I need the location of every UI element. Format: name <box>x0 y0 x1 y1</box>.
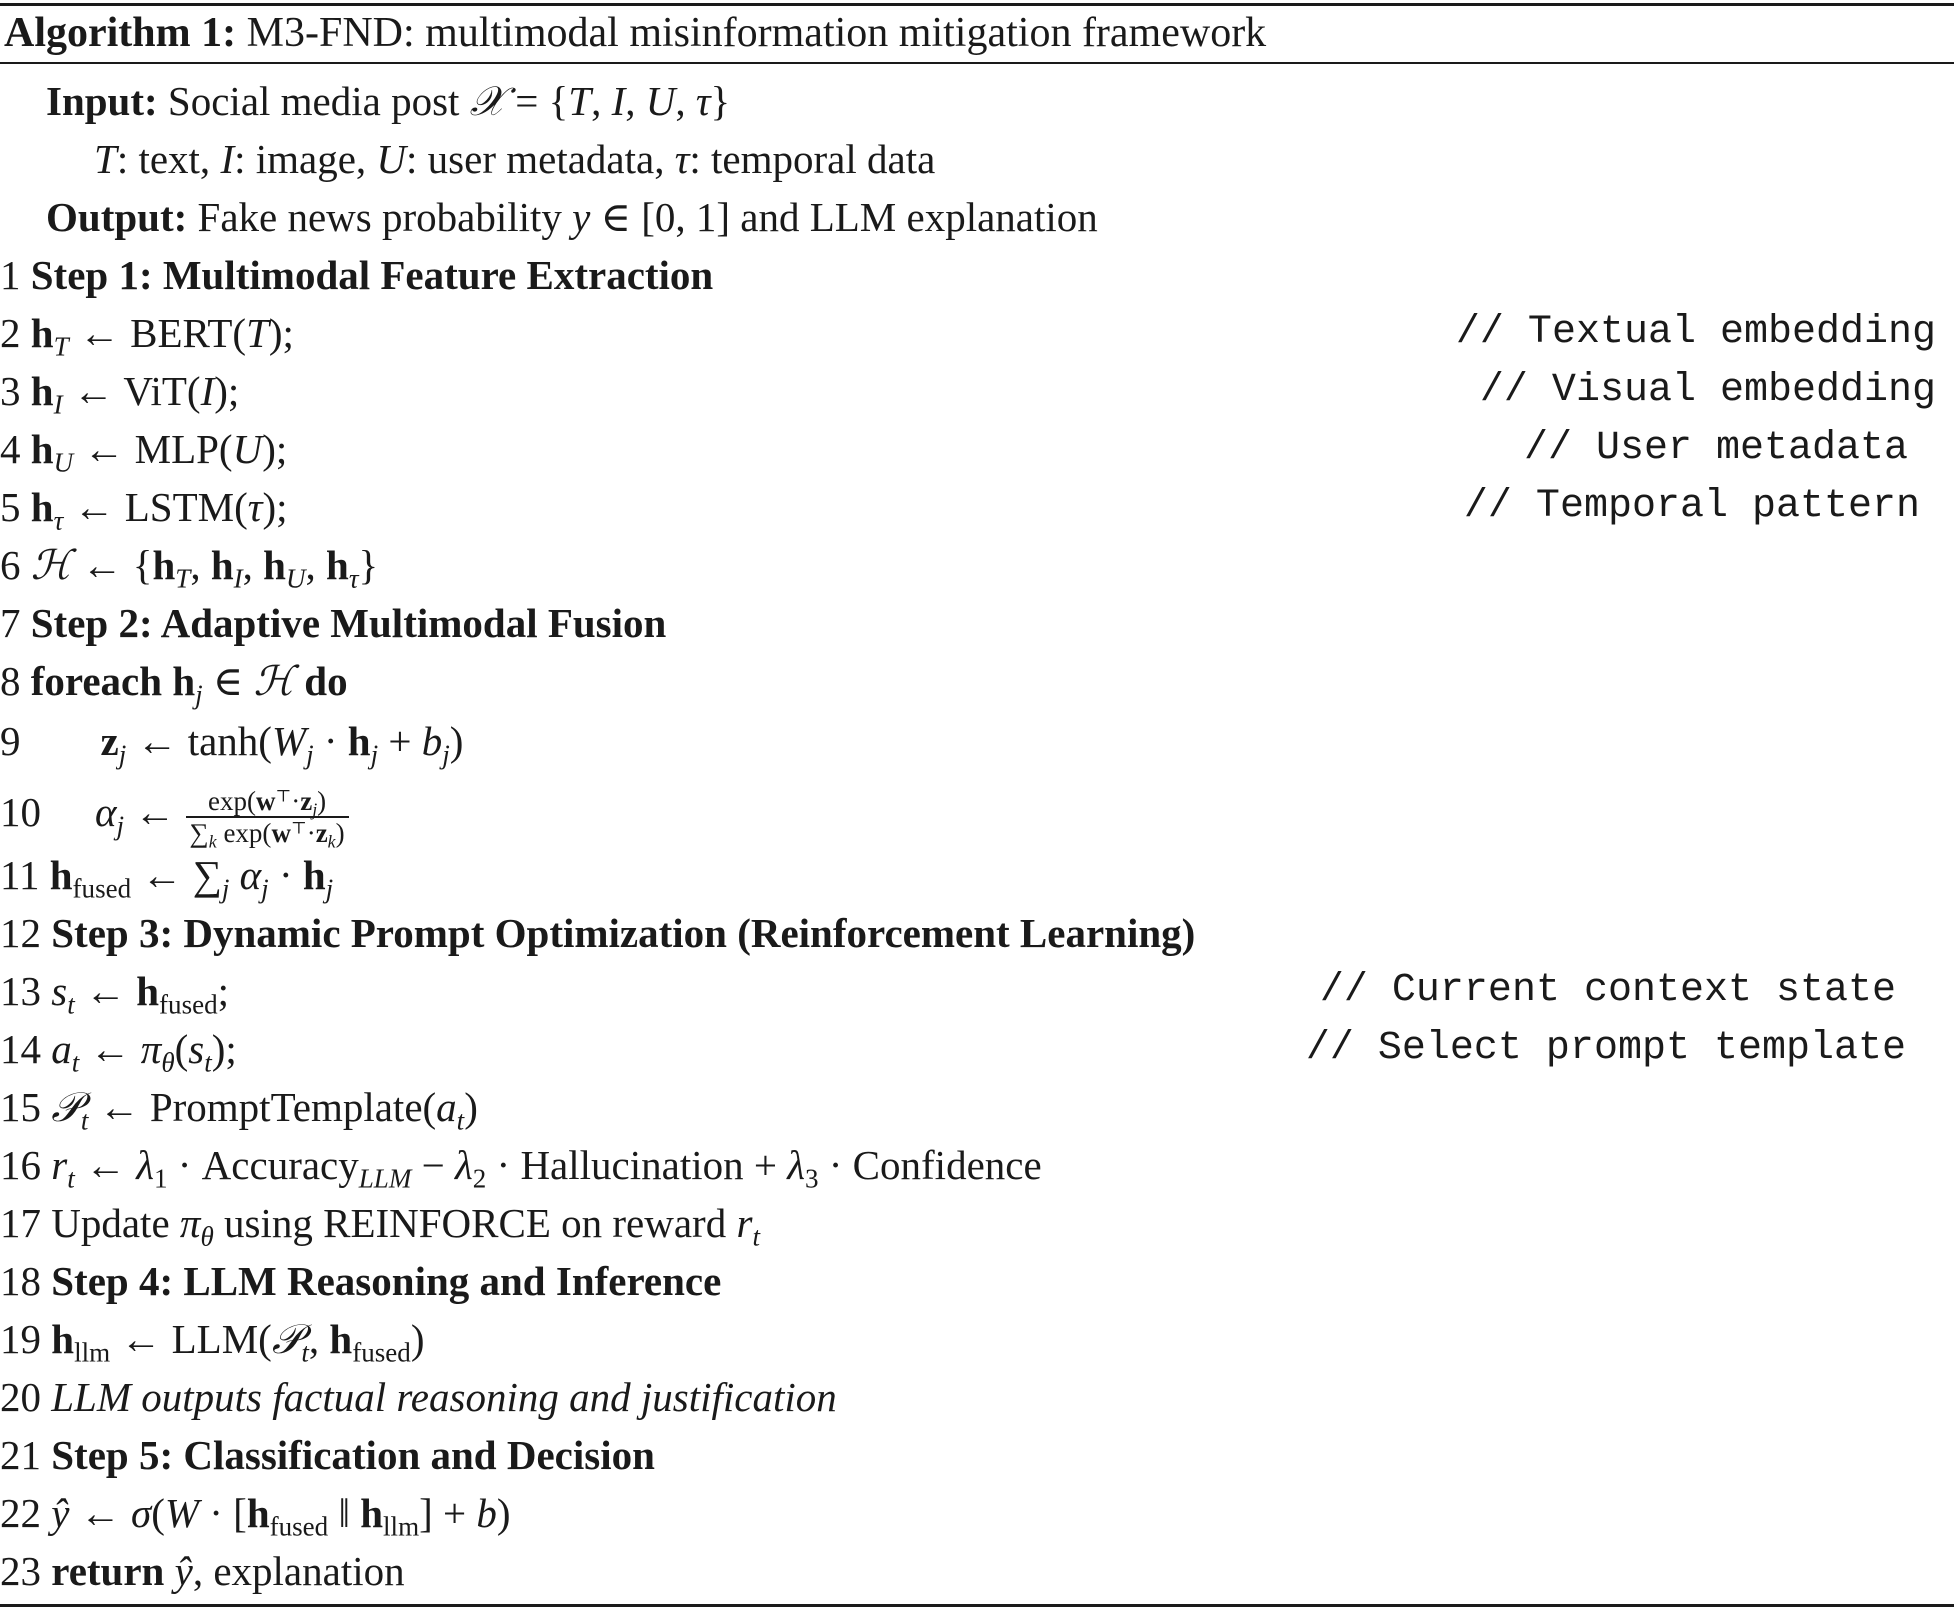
top-rule <box>0 3 1954 6</box>
input-label: Input: <box>46 78 158 124</box>
line-number: 14 <box>0 1026 41 1072</box>
algo-line-11: 11 hfused ← ∑j αj · hj <box>0 846 333 904</box>
algo-line-8: 8 foreach hj ∈ ℋ do <box>0 652 348 710</box>
algo-line-19: 19 hllm ← LLM(𝒫t, hfused) <box>0 1310 424 1368</box>
line-comment: // Textual embedding <box>1455 310 1936 355</box>
line-comment: // Current context state <box>1319 968 1896 1013</box>
algorithm-title: M3-FND: multimodal misinformation mitiga… <box>246 10 1267 56</box>
line-comment: // Temporal pattern <box>1463 484 1920 529</box>
algo-line-5: 5 hτ ← LSTM(τ);// Temporal pattern <box>0 478 1920 536</box>
line-number: 6 <box>0 542 21 588</box>
line-number: 18 <box>0 1258 41 1304</box>
line-number: 21 <box>0 1432 41 1478</box>
algo-line-12: 12 Step 3: Dynamic Prompt Optimization (… <box>0 904 1195 962</box>
line-number: 20 <box>0 1374 41 1420</box>
line-number: 7 <box>0 600 21 646</box>
line-number: 3 <box>0 368 21 414</box>
algorithm-header: Algorithm 1: M3-FND: multimodal misinfor… <box>4 8 1266 58</box>
algo-line-15: 15 𝒫t ← PromptTemplate(at) <box>0 1078 478 1136</box>
line-number: 4 <box>0 426 21 472</box>
line-number: 9 <box>0 718 21 764</box>
output-text-2: and LLM explanation <box>740 194 1098 240</box>
algo-line-13: 13 st ← hfused;// Current context state <box>0 962 1896 1020</box>
line-comment: // Visual embedding <box>1479 368 1936 413</box>
input-text: Social media post <box>167 78 460 124</box>
bottom-rule <box>0 1604 1954 1607</box>
line-comment: // User metadata <box>1523 426 1908 471</box>
header-rule <box>0 62 1954 64</box>
algo-line-6: 6 ℋ ← {hT, hI, hU, hτ} <box>0 536 378 594</box>
algo-line-3: 3 hI ← ViT(I);// Visual embedding <box>0 362 1936 420</box>
line-number: 12 <box>0 910 41 956</box>
algo-line-22: 22 ŷ ← σ(W · [hfused ‖ hllm] + b) <box>0 1484 511 1542</box>
line-number: 17 <box>0 1200 41 1246</box>
line-number: 23 <box>0 1548 41 1594</box>
algo-line-1: 1 Step 1: Multimodal Feature Extraction <box>0 246 1954 304</box>
line-number: 16 <box>0 1142 41 1188</box>
line-number: 22 <box>0 1490 41 1536</box>
algo-line-16: 16 rt ← λ1 · AccuracyLLM − λ2 · Hallucin… <box>0 1136 1042 1194</box>
line-number: 10 <box>0 789 41 835</box>
algo-line-17: 17 Update πθ using REINFORCE on reward r… <box>0 1194 760 1252</box>
line-comment: // Select prompt template <box>1305 1026 1906 1071</box>
line-number: 1 <box>0 252 21 298</box>
input-line: Input: Social media post 𝒳 = {T, I, U, τ… <box>46 77 731 125</box>
algorithm-label: Algorithm 1: <box>4 10 237 56</box>
line-number: 19 <box>0 1316 41 1362</box>
algo-line-14: 14 at ← πθ(st);// Select prompt template <box>0 1020 1906 1078</box>
line-number: 2 <box>0 310 21 356</box>
line-number: 11 <box>0 852 40 898</box>
algo-line-7: 7 Step 2: Adaptive Multimodal Fusion <box>0 594 666 652</box>
algo-line-18: 18 Step 4: LLM Reasoning and Inference <box>0 1252 721 1310</box>
algo-line-4: 4 hU ← MLP(U);// User metadata <box>0 420 1908 478</box>
output-line: Output: Fake news probability y ∈ [0, 1]… <box>46 194 1098 240</box>
algo-line-2: 2 hT ← BERT(T);// Textual embedding <box>0 304 1936 362</box>
line-number: 8 <box>0 658 21 704</box>
algo-line-23: 23 return ŷ, explanation <box>0 1542 405 1600</box>
output-label: Output: <box>46 194 188 240</box>
line-number: 13 <box>0 968 41 1014</box>
line-number: 5 <box>0 484 21 530</box>
algo-line-21: 21 Step 5: Classification and Decision <box>0 1426 655 1484</box>
algo-line-20: 20 LLM outputs factual reasoning and jus… <box>0 1368 837 1426</box>
line-number: 15 <box>0 1084 41 1130</box>
output-text-1: Fake news probability <box>197 194 562 240</box>
input-legend: T: text, I: image, U: user metadata, τ: … <box>94 136 936 182</box>
softmax-fraction: exp(w⊤·zj)∑k exp(w⊤·zk) <box>185 786 349 850</box>
